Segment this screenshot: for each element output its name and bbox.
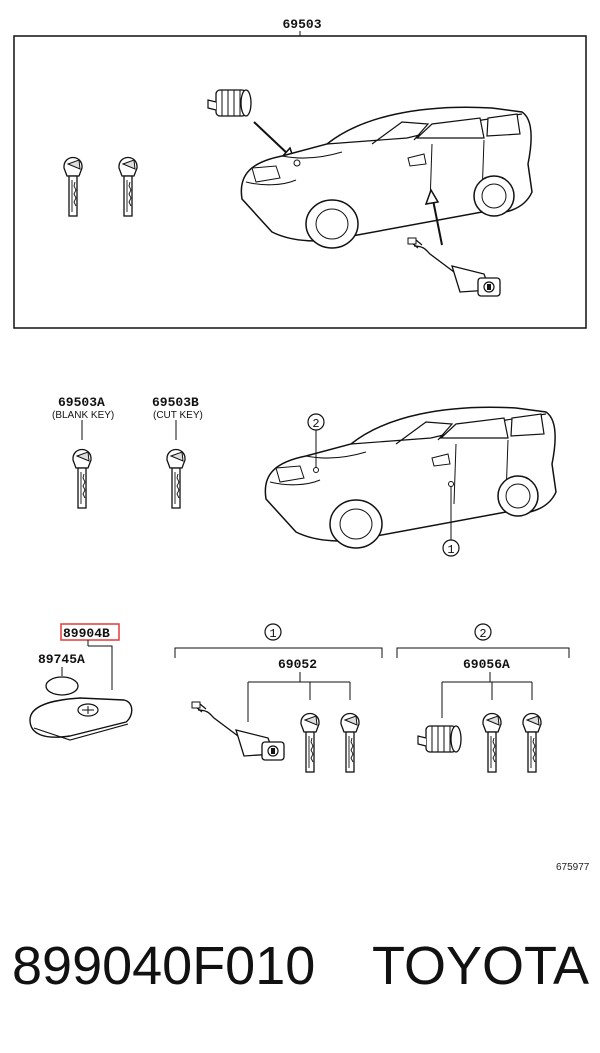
- footer-part-number: 899040F010: [12, 936, 316, 996]
- assembly-part-number: 69503: [282, 17, 321, 32]
- callout-number: 2: [312, 417, 319, 431]
- vehicle-illustration: [240, 106, 533, 249]
- group-marker-number: 2: [479, 627, 486, 641]
- cut-key-part-number: 69503B: [152, 395, 199, 410]
- remote-part-number[interactable]: 89904B: [63, 626, 110, 641]
- callout-number: 1: [447, 543, 454, 557]
- key-icon: [340, 712, 360, 773]
- footer-brand: TOYOTA: [372, 936, 590, 996]
- top-panel: 69503: [13, 17, 587, 329]
- key-icon: [63, 156, 83, 217]
- remote-key-icon: [29, 697, 133, 738]
- illustration-code: 675977: [556, 862, 590, 873]
- highlight-box: [60, 623, 120, 641]
- key-icon: [482, 712, 502, 773]
- blank-key-icon: [72, 448, 92, 509]
- battery-part-number: 89745A: [38, 652, 85, 667]
- key-icon: [118, 156, 138, 217]
- group-two: 2 69056A: [396, 623, 570, 773]
- remote-section: 89904B 89745A: [29, 623, 133, 741]
- panel-border: [13, 35, 587, 329]
- key-references: 69503A (BLANK KEY) 69503B (CUT KEY): [52, 395, 203, 509]
- key-icon: [522, 712, 542, 773]
- group-one: 1 69052: [174, 623, 383, 773]
- vehicle-illustration: [264, 406, 557, 549]
- cut-key-caption: (CUT KEY): [153, 410, 203, 421]
- lock-cylinder-icon: [417, 725, 462, 753]
- door-lock-icon: [407, 237, 501, 297]
- group-one-part-number: 69052: [278, 657, 317, 672]
- group-marker: [264, 623, 282, 641]
- blank-key-part-number: 69503A: [58, 395, 105, 410]
- vehicle-callouts: 2 1: [264, 406, 557, 557]
- group-two-part-number: 69056A: [463, 657, 510, 672]
- key-icon: [300, 712, 320, 773]
- cut-key-icon: [166, 448, 186, 509]
- group-marker: [474, 623, 492, 641]
- door-lock-icon: [191, 701, 285, 761]
- lock-cylinder-icon: [207, 89, 252, 117]
- group-marker-number: 1: [269, 627, 276, 641]
- battery-icon: [45, 676, 79, 696]
- blank-key-caption: (BLANK KEY): [52, 410, 114, 421]
